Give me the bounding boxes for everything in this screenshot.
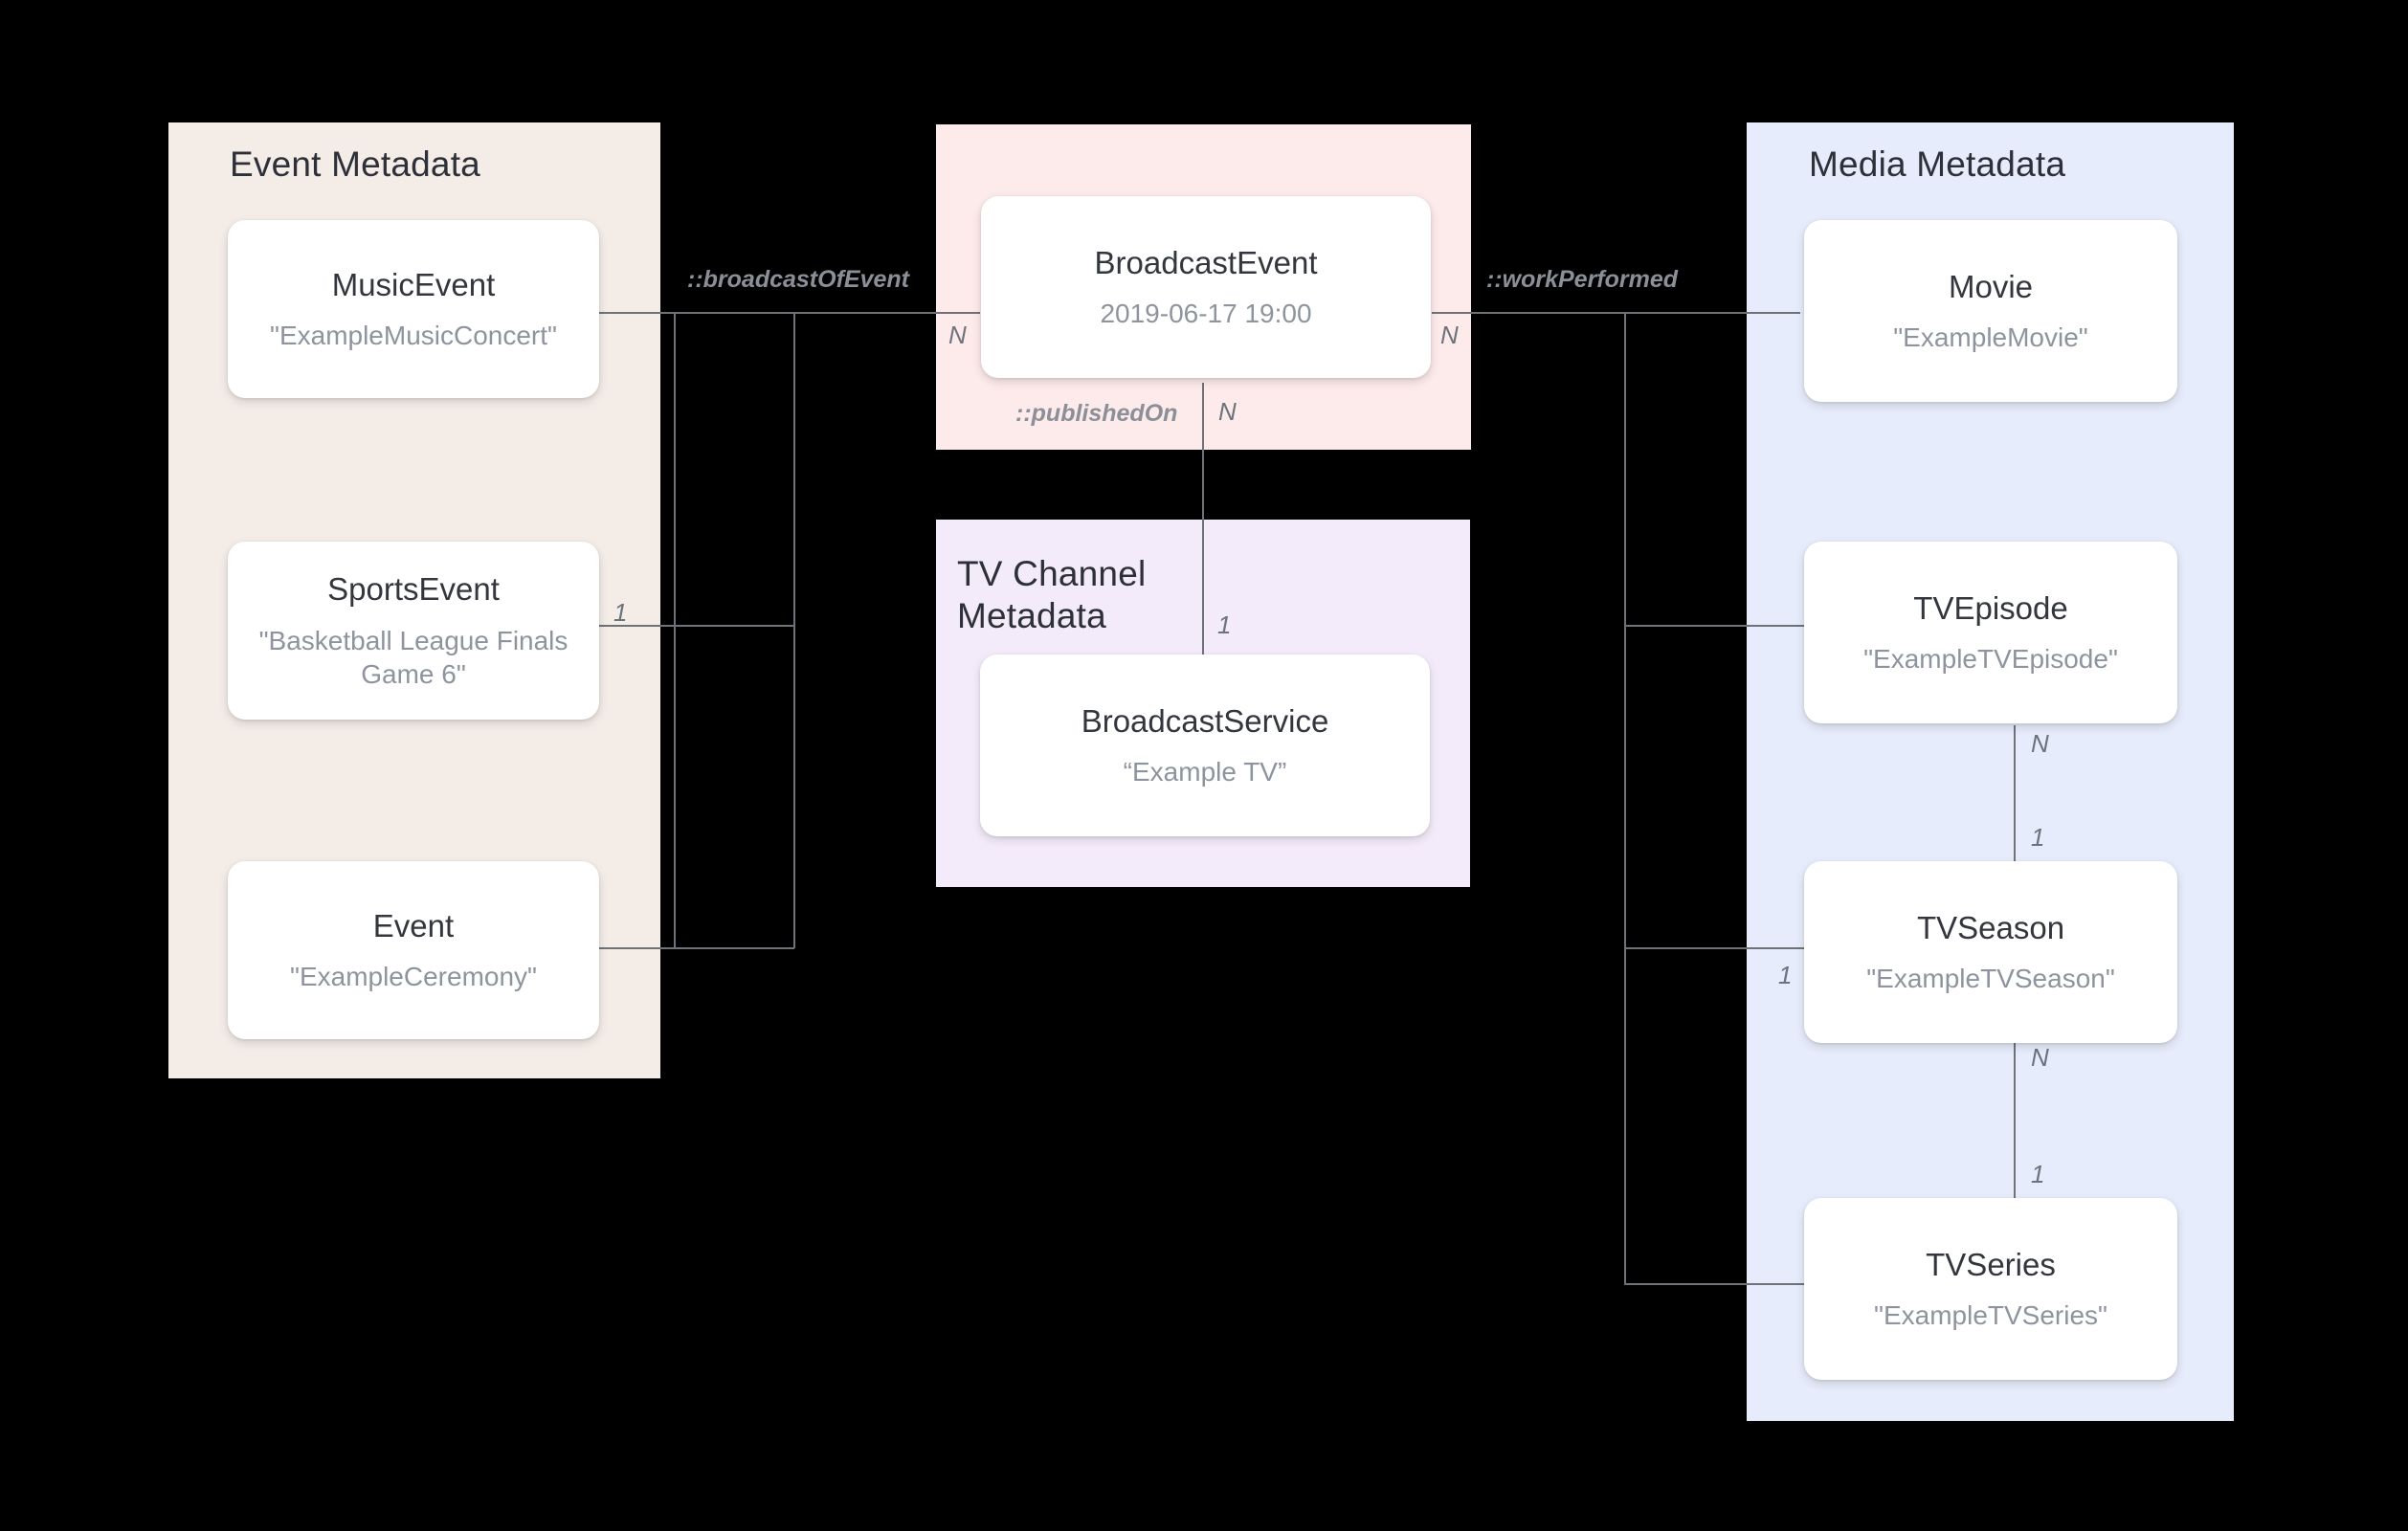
panel-title-media-metadata: Media Metadata	[1809, 144, 2066, 184]
edge-work-performed-main	[1432, 312, 1800, 314]
node-sports-event-subtitle: "Basketball League Finals Game 6"	[258, 625, 569, 689]
node-music-event[interactable]: MusicEvent "ExampleMusicConcert"	[228, 220, 599, 398]
node-broadcast-service[interactable]: BroadcastService “Example TV”	[980, 655, 1430, 836]
cardinality-tv-series-top: 1	[2031, 1160, 2045, 1188]
edge-trunk-to-tv-season	[1624, 947, 1804, 949]
cardinality-broadcast-event-left: N	[948, 321, 967, 349]
node-tv-episode[interactable]: TVEpisode "ExampleTVEpisode"	[1804, 542, 2177, 723]
node-tv-season-title: TVSeason	[1916, 909, 2065, 945]
node-broadcast-event-subtitle: 2019-06-17 19:00	[1100, 299, 1312, 329]
node-tv-season[interactable]: TVSeason "ExampleTVSeason"	[1804, 861, 2177, 1043]
cardinality-tv-season-bottom: N	[2031, 1043, 2049, 1072]
cardinality-tv-episode-bottom: N	[2031, 729, 2049, 758]
cardinality-broadcast-event-right: N	[1440, 321, 1459, 349]
cardinality-broadcast-event-bottom: N	[1218, 397, 1237, 426]
node-broadcast-event-title: BroadcastEvent	[1094, 244, 1318, 280]
edge-sports-event-to-trunk	[598, 625, 794, 627]
node-broadcast-service-title: BroadcastService	[1081, 702, 1329, 739]
cardinality-tv-season-left: 1	[1778, 961, 1793, 989]
node-music-event-subtitle: "ExampleMusicConcert"	[270, 321, 557, 351]
node-movie[interactable]: Movie "ExampleMovie"	[1804, 220, 2177, 402]
node-broadcast-event[interactable]: BroadcastEvent 2019-06-17 19:00	[981, 196, 1431, 378]
node-event-title: Event	[372, 907, 455, 943]
edge-label-published-on: ::publishedOn	[1015, 400, 1178, 427]
edge-right-trunk-vertical	[1624, 312, 1626, 1284]
edge-label-work-performed: ::workPerformed	[1486, 266, 1679, 293]
edge-event-to-trunk	[598, 947, 794, 949]
cardinality-tv-season-top: 1	[2031, 823, 2045, 852]
edge-label-broadcast-of-event: ::broadcastOfEvent	[687, 266, 909, 293]
edge-tv-episode-to-tv-season	[2014, 725, 2016, 912]
edge-published-on-vertical	[1202, 383, 1204, 655]
node-tv-season-subtitle: "ExampleTVSeason"	[1866, 964, 2115, 994]
node-sports-event[interactable]: SportsEvent "Basketball League Finals Ga…	[228, 542, 599, 720]
node-event-subtitle: "ExampleCeremony"	[290, 962, 537, 992]
panel-title-event-metadata: Event Metadata	[230, 144, 480, 184]
panel-title-tv-channel-metadata: TV Channel Metadata	[957, 554, 1147, 635]
cardinality-broadcast-service-top: 1	[1217, 610, 1232, 639]
cardinality-sports-event-right: 1	[613, 598, 628, 627]
edge-broadcast-of-event-main	[674, 312, 980, 314]
node-tv-series[interactable]: TVSeries "ExampleTVSeries"	[1804, 1198, 2177, 1380]
edge-tv-season-to-tv-series	[2014, 1040, 2016, 1193]
edge-left-collector-vertical	[674, 312, 676, 948]
node-tv-episode-subtitle: "ExampleTVEpisode"	[1863, 644, 2118, 675]
node-movie-subtitle: "ExampleMovie"	[1893, 322, 2088, 353]
edge-left-trunk-vertical	[793, 312, 795, 948]
node-movie-title: Movie	[1948, 268, 2034, 304]
node-music-event-title: MusicEvent	[331, 266, 496, 302]
node-tv-series-title: TVSeries	[1926, 1246, 2056, 1282]
node-sports-event-title: SportsEvent	[327, 571, 500, 608]
node-tv-episode-title: TVEpisode	[1913, 589, 2068, 626]
node-broadcast-service-subtitle: “Example TV”	[1123, 757, 1287, 788]
edge-trunk-to-tv-series	[1624, 1283, 1804, 1285]
edge-trunk-to-tv-episode	[1624, 625, 1804, 627]
node-tv-series-subtitle: "ExampleTVSeries"	[1874, 1300, 2107, 1331]
node-event[interactable]: Event "ExampleCeremony"	[228, 861, 599, 1039]
